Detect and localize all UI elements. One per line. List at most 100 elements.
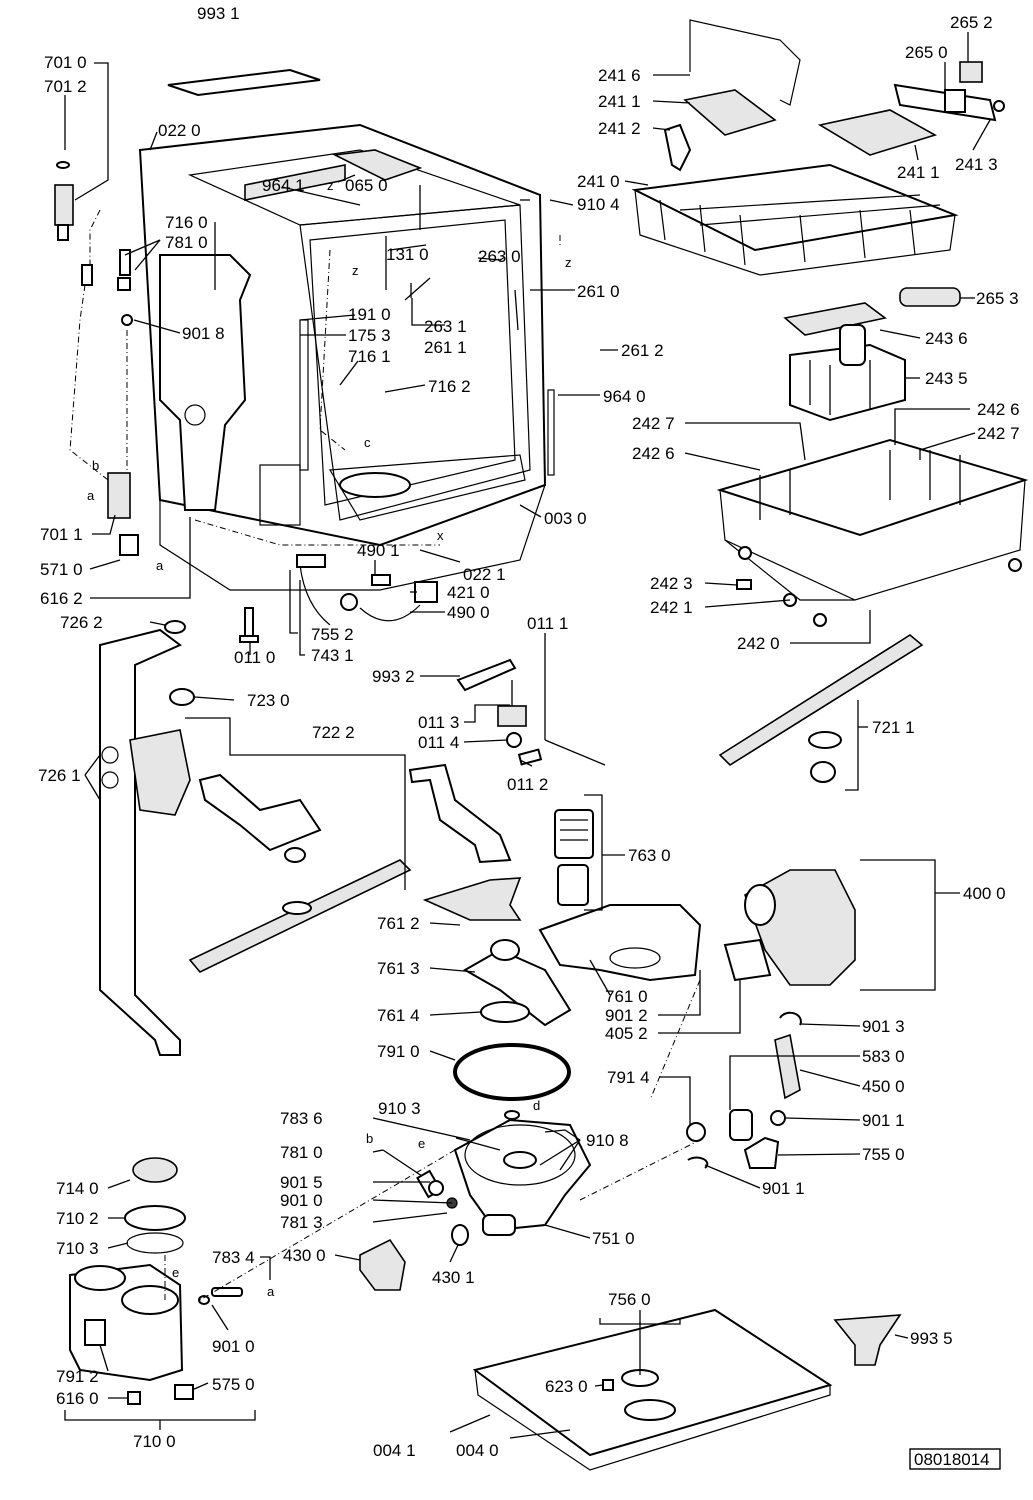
label-751-0: 751 0 [592, 1229, 635, 1248]
label-993-2: 993 2 [372, 667, 415, 686]
label-191-0: 191 0 [348, 305, 391, 324]
label-004-0: 004 0 [456, 1441, 499, 1460]
sump-drawing [453, 1110, 592, 1236]
label-261-0: 261 0 [577, 282, 620, 301]
label-065-0: 065 0 [345, 176, 388, 195]
label-743-1: 743 1 [311, 646, 354, 665]
adjustable-foot-drawing [244, 607, 254, 637]
letter-markers: z z z c x b a a d b e e a [87, 178, 572, 1299]
label-910-3: 910 3 [378, 1099, 421, 1118]
label-901-5: 901 5 [280, 1173, 323, 1192]
cup-shelf-drawing [683, 89, 777, 136]
label-242-1: 242 1 [650, 598, 693, 617]
leader-lines [64, 32, 991, 1439]
label-241-3: 241 3 [955, 155, 998, 174]
label-756-0: 756 0 [608, 1290, 651, 1309]
label-723-0: 723 0 [247, 691, 290, 710]
label-265-3: 265 3 [976, 289, 1019, 308]
label-242-6: 242 6 [632, 444, 675, 463]
label-241-0: 241 0 [577, 172, 620, 191]
label-721-1: 721 1 [872, 718, 915, 737]
marker-z: z [327, 178, 334, 193]
label-901-0: 901 0 [280, 1191, 323, 1210]
label-583-0: 583 0 [862, 1047, 905, 1066]
heater-drawing [774, 1033, 801, 1100]
part-labels: 993 1 701 0 701 2 022 0 964 1 065 0 716 … [38, 4, 1020, 1460]
spanner-drawing [456, 658, 517, 692]
document-id-box: 08018014 [909, 1448, 1001, 1470]
cutlery-lid-drawing [783, 302, 887, 336]
label-243-5: 243 5 [925, 369, 968, 388]
clamp-901-3-drawing [779, 1011, 802, 1026]
label-791-0: 791 0 [377, 1042, 420, 1061]
gasket-761-4-drawing [480, 1001, 530, 1023]
label-241-1: 241 1 [897, 163, 940, 182]
label-241-2: 241 2 [598, 119, 641, 138]
label-022-0: 022 0 [158, 121, 201, 140]
funnel-drawing [833, 1314, 902, 1366]
label-430-0: 430 0 [283, 1246, 326, 1265]
marker-z: z [565, 255, 572, 270]
label-022-1: 022 1 [463, 565, 506, 584]
label-726-1: 726 1 [38, 766, 81, 785]
label-450-0: 450 0 [862, 1077, 905, 1096]
upper-basket-drawing [631, 163, 959, 276]
label-242-3: 242 3 [650, 574, 693, 593]
label-400-0: 400 0 [963, 884, 1006, 903]
label-761-2: 761 2 [377, 914, 420, 933]
label-755-0: 755 0 [862, 1145, 905, 1164]
label-701-1: 701 1 [40, 525, 83, 544]
label-011-3: 011 3 [418, 713, 459, 732]
label-901-0: 901 0 [212, 1337, 255, 1356]
label-716-2: 716 2 [428, 377, 471, 396]
label-781-3: 781 3 [280, 1213, 323, 1232]
label-616-0: 616 0 [56, 1389, 99, 1408]
cutlery-basket-drawing [789, 324, 906, 422]
riser-tube-drawing [408, 763, 512, 864]
label-714-0: 714 0 [56, 1179, 99, 1198]
side-panel-drawing [159, 254, 252, 511]
label-901-1: 901 1 [762, 1179, 805, 1198]
manifold-drawing [129, 729, 191, 816]
label-726-2: 726 2 [60, 613, 103, 632]
cup-shelf-wire-drawing [689, 19, 801, 106]
label-421-0: 421 0 [447, 583, 490, 602]
label-791-2: 791 2 [56, 1367, 99, 1386]
arm-support-drawing [422, 877, 522, 921]
label-011-0: 011 0 [234, 648, 275, 667]
supply-tube-drawing [99, 628, 182, 1056]
label-175-3: 175 3 [348, 326, 391, 345]
spray-arm-support-drawing [198, 773, 322, 852]
label-781-0: 781 0 [165, 233, 208, 252]
basket-handle-drawing [899, 287, 961, 307]
label-901-2: 901 2 [605, 1006, 648, 1025]
label-716-0: 716 0 [165, 213, 208, 232]
lower-basket-drawing [716, 438, 1029, 627]
cup-shelf-right-drawing [817, 109, 938, 156]
label-763-0: 763 0 [628, 846, 671, 865]
label-490-0: 490 0 [447, 603, 490, 622]
label-783-4: 783 4 [212, 1248, 255, 1267]
elbow-755-0-drawing [743, 1136, 780, 1169]
label-964-0: 964 0 [603, 387, 646, 406]
lower-spray-arm-drawing [188, 859, 412, 973]
inlet-valve-drawing [54, 161, 139, 556]
label-003-0: 003 0 [544, 509, 587, 528]
label-761-4: 761 4 [377, 1006, 420, 1025]
label-783-6: 783 6 [280, 1109, 323, 1128]
label-131-0: 131 0 [386, 245, 429, 264]
label-901-3: 901 3 [862, 1017, 905, 1036]
label-261-1: 261 1 [424, 338, 467, 357]
label-910-4: 910 4 [577, 195, 620, 214]
label-011-2: 011 2 [507, 775, 548, 794]
document-id: 08018014 [914, 1450, 990, 1469]
base-frame-drawing [472, 1308, 833, 1471]
marker-e: e [172, 1265, 179, 1280]
marker-a: a [87, 488, 95, 503]
label-761-3: 761 3 [377, 959, 420, 978]
salt-container-drawing [69, 1157, 194, 1405]
filter-plate-drawing [538, 904, 702, 982]
label-241-1: 241 1 [598, 92, 641, 111]
pump-motor-drawing [723, 869, 856, 986]
label-571-0: 571 0 [40, 560, 83, 579]
